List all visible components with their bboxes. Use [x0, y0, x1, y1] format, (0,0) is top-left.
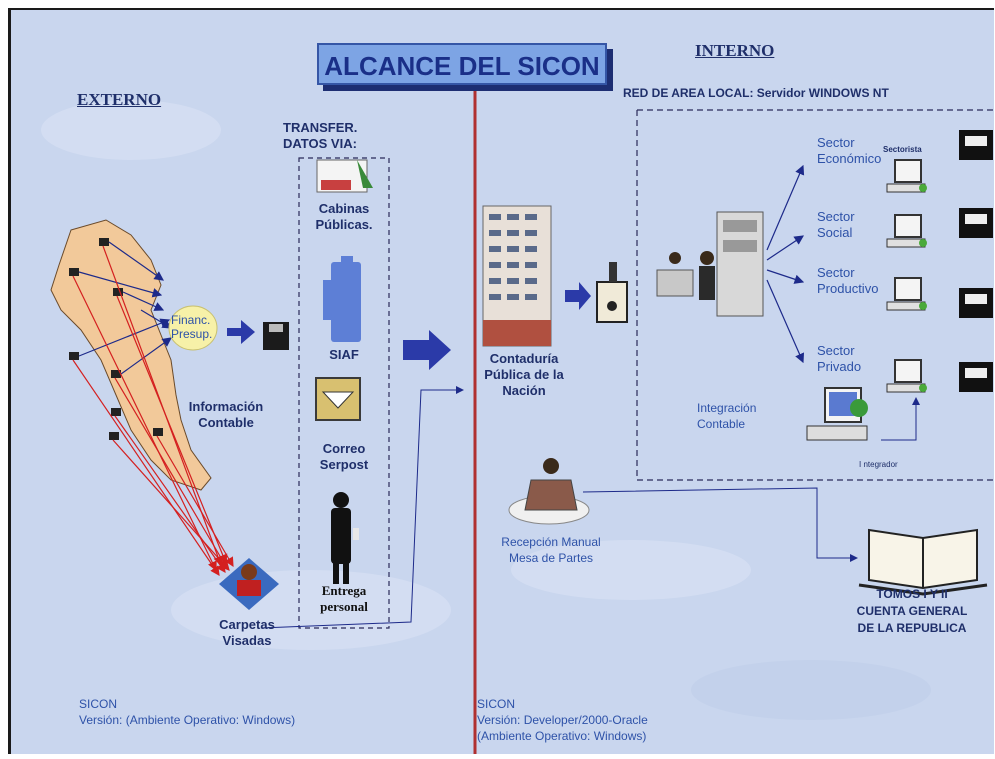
section-interno: INTERNO — [695, 41, 775, 60]
sicon-right-version: Versión: Developer/2000-Oracle — [477, 713, 648, 727]
printer-icons — [959, 130, 993, 392]
sector-3-label-2: Productivo — [817, 281, 879, 296]
carpetas-icon — [219, 558, 279, 610]
recepcion-label-2: Mesa de Partes — [508, 551, 594, 565]
sicon-left-title: SICON — [79, 697, 118, 711]
informacion-label-2: Contable — [198, 415, 254, 430]
financ-cloud — [168, 305, 218, 351]
building-icon — [482, 205, 552, 347]
lan-box — [636, 109, 994, 481]
integrador-arrow — [881, 397, 920, 441]
book-icon — [858, 528, 988, 596]
correo-label-2: Serpost — [319, 457, 369, 472]
server-group-icon — [656, 211, 764, 317]
sector-1-label-1: Sector — [817, 135, 855, 150]
lan-label: RED DE AREA LOCAL: Servidor WINDOWS NT — [623, 86, 889, 100]
integrador-label: I ntegrador — [859, 460, 898, 469]
entrega-label-1: Entrega — [321, 583, 367, 598]
cabinas-icon — [316, 159, 373, 193]
sicon-left-version: Versión: (Ambiente Operativo: Windows) — [79, 713, 296, 727]
lock-icon — [596, 262, 628, 323]
integrador-computer-icon — [806, 387, 868, 441]
sector-2-label-2: Social — [817, 225, 853, 240]
recepcion-label-1: Recepción Manual — [501, 535, 601, 549]
correo-label-1: Correo — [322, 441, 366, 456]
sectorista-label: Sectorista — [883, 145, 922, 154]
correo-icon — [315, 377, 361, 421]
arrow-financ-disk — [227, 320, 255, 344]
contaduria-label-1: Contaduría — [489, 351, 559, 366]
sectorista-computers — [886, 159, 927, 393]
main-arrow — [403, 330, 451, 370]
transfer-line2: DATOS VIA: — [283, 136, 357, 151]
carpetas-label-2: Visadas — [222, 633, 272, 648]
cabinas-label-1: Cabinas — [318, 201, 370, 216]
arrow-building-lock — [565, 282, 591, 310]
informacion-label-1: Información — [188, 399, 264, 414]
tomos-label-1: TOMOS I Y II — [876, 587, 948, 601]
integracion-label-1: Integración — [697, 401, 757, 415]
map-computers — [69, 238, 163, 440]
recepcion-person-icon — [508, 458, 590, 525]
sector-arrows — [766, 164, 805, 364]
transfer-box — [298, 157, 390, 629]
financ-label-1: Financ. — [171, 313, 211, 327]
financ-label-2: Presup. — [171, 327, 213, 341]
entrega-person-icon — [331, 492, 359, 584]
sector-2-label-1: Sector — [817, 209, 855, 224]
carpetas-line — [260, 386, 464, 629]
section-externo: EXTERNO — [77, 90, 162, 109]
entrega-label-2: personal — [320, 599, 368, 614]
floppy-disk-icon — [263, 322, 289, 350]
sicon-right-env: (Ambiente Operativo: Windows) — [477, 729, 647, 743]
siaf-label: SIAF — [329, 347, 359, 362]
map-arrows — [78, 241, 173, 375]
red-arrows — [72, 245, 234, 576]
sector-4-label-2: Privado — [817, 359, 862, 374]
title-box: ALCANCE DEL SICON — [317, 43, 607, 85]
sicon-right-title: SICON — [477, 697, 516, 711]
sector-4-label-1: Sector — [817, 343, 855, 358]
carpetas-label-1: Carpetas — [219, 617, 275, 632]
sector-3-label-1: Sector — [817, 265, 855, 280]
slide-frame: ALCANCE DEL SICON EXTERNO INTERNO TRANSF… — [8, 8, 994, 754]
sector-1-label-2: Económico — [817, 151, 882, 166]
integracion-label-2: Contable — [697, 417, 746, 431]
contaduria-label-3: Nación — [502, 383, 546, 398]
transfer-line1: TRANSFER. — [283, 120, 358, 135]
tomos-label-3: DE LA REPUBLICA — [857, 621, 967, 635]
recepcion-line — [582, 487, 858, 562]
contaduria-label-2: Pública de la — [484, 367, 564, 382]
siaf-icon — [323, 256, 361, 342]
diagram-graphics — [41, 60, 994, 754]
tomos-label-2: CUENTA GENERAL — [856, 604, 968, 618]
page-title: ALCANCE DEL SICON — [324, 51, 600, 81]
cabinas-label-2: Públicas. — [315, 217, 373, 232]
